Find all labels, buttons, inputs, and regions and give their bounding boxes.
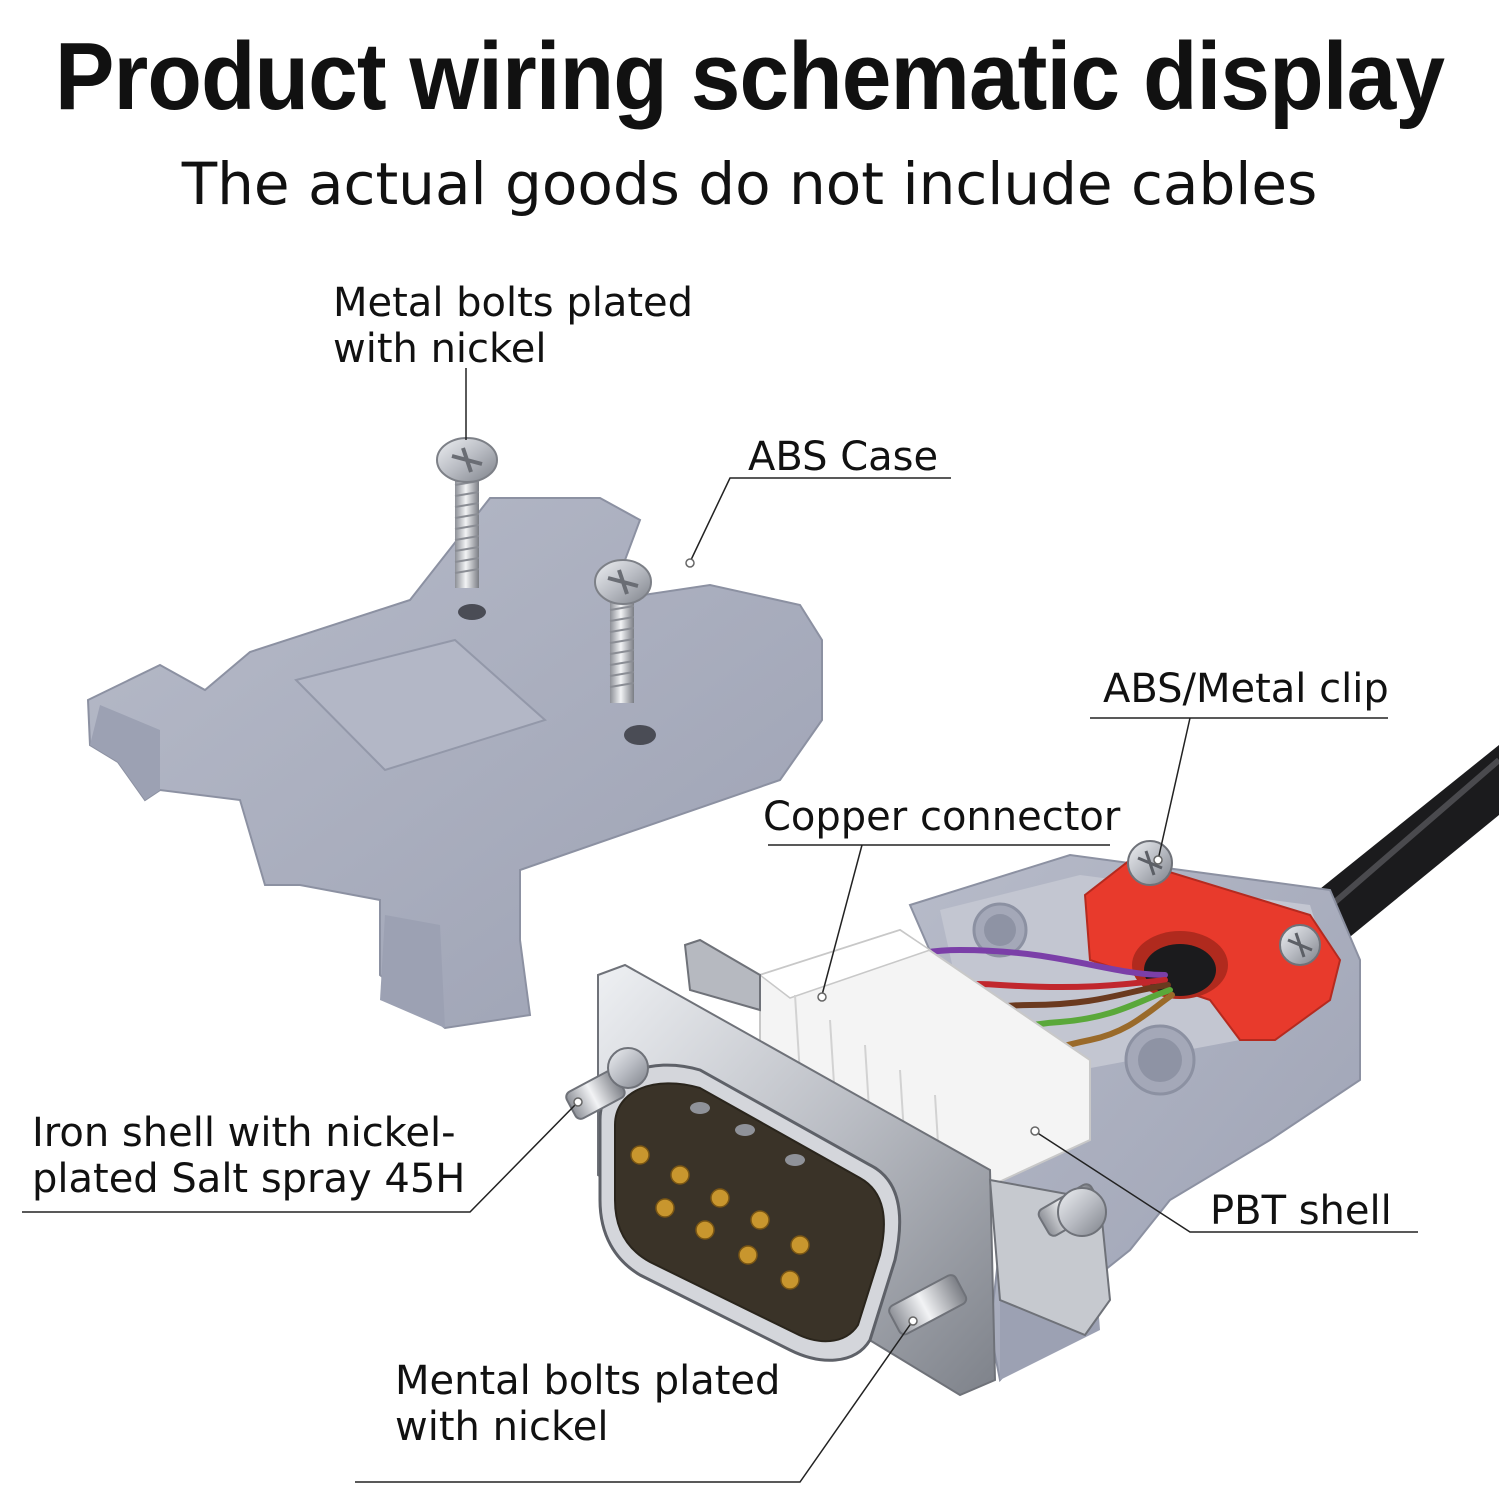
jack-screw-right [888,1274,968,1336]
callout-abs-metal-clip: ABS/Metal clip [1103,666,1389,712]
bolt-hole-icon [624,725,656,745]
bolt-hole-icon [458,604,486,620]
callout-iron-shell-line1: Iron shell with nickel- [32,1110,456,1156]
jack-screw-back [1037,1183,1107,1237]
callout-bottom-bolts-line2: with nickel [395,1404,609,1450]
top-bolt-left [436,437,498,588]
callout-top-bolts: Metal bolts plated with nickel [333,280,693,372]
callout-iron-shell: Iron shell with nickel- plated Salt spra… [32,1110,465,1202]
callout-copper-connector: Copper connector [763,794,1121,840]
callout-bottom-bolts-line1: Mental bolts plated [395,1358,781,1404]
callout-abs-case: ABS Case [748,434,939,480]
cover-label-recess [294,638,547,772]
top-bolt-right [594,559,652,703]
jack-screw-left [565,1047,649,1120]
callout-pbt-shell: PBT shell [1210,1188,1392,1234]
callout-top-bolts-line1: Metal bolts plated [333,280,694,326]
callout-bottom-bolts: Mental bolts plated with nickel [395,1358,780,1450]
abs-case-cover [86,497,823,1030]
gold-pins [630,1145,810,1290]
page-title: Product wiring schematic display [54,23,1445,130]
callout-top-bolts-line2: with nickel [333,326,547,372]
abs-metal-clip [1083,840,1342,1041]
page-subtitle: The actual goods do not include cables [181,150,1318,218]
callout-iron-shell-line2: plated Salt spray 45H [32,1156,466,1202]
callout-leaders [22,368,1418,1483]
